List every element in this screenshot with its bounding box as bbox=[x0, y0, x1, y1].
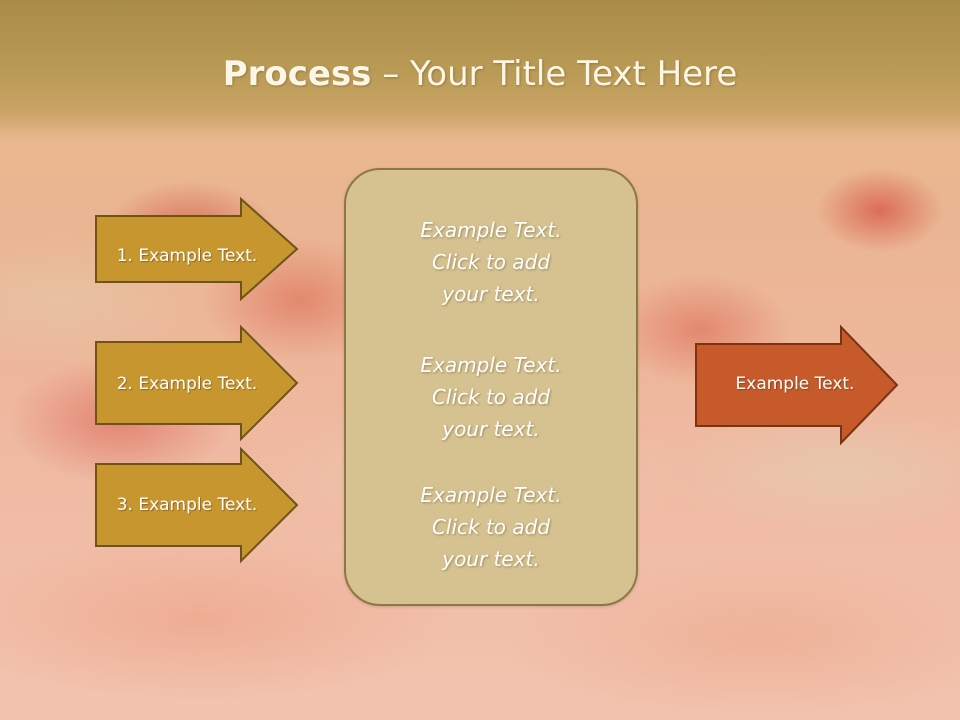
title-band bbox=[0, 0, 960, 140]
title-rest-text: – Your Title Text Here bbox=[371, 54, 738, 94]
panel-line: your text. bbox=[442, 417, 540, 441]
panel-line: Click to add bbox=[431, 515, 551, 539]
panel-line: Example Text. bbox=[420, 483, 562, 507]
step-label-3: 3. Example Text. bbox=[116, 495, 258, 515]
step-arrow-1[interactable] bbox=[95, 196, 299, 302]
result-label: Example Text. bbox=[735, 374, 855, 394]
step-label-2: 2. Example Text. bbox=[116, 374, 258, 394]
step-label-1: 1. Example Text. bbox=[116, 246, 258, 266]
slide-title[interactable]: Process – Your Title Text Here bbox=[0, 52, 960, 96]
step-arrow-3[interactable] bbox=[95, 446, 299, 564]
panel-line: Click to add bbox=[431, 385, 551, 409]
panel-text-block-3[interactable]: Example Text. Click to add your text. bbox=[346, 479, 636, 575]
panel-line: your text. bbox=[442, 547, 540, 571]
title-bold-text: Process bbox=[222, 54, 372, 94]
panel-line: your text. bbox=[442, 282, 540, 306]
panel-line: Example Text. bbox=[420, 218, 562, 242]
result-arrow[interactable] bbox=[695, 324, 899, 446]
step-arrow-2[interactable] bbox=[95, 324, 299, 442]
panel-text-block-2[interactable]: Example Text. Click to add your text. bbox=[346, 349, 636, 445]
panel-text-block-1[interactable]: Example Text. Click to add your text. bbox=[346, 214, 636, 310]
content-panel[interactable]: Example Text. Click to add your text. Ex… bbox=[344, 168, 638, 606]
panel-line: Click to add bbox=[431, 250, 551, 274]
panel-line: Example Text. bbox=[420, 353, 562, 377]
